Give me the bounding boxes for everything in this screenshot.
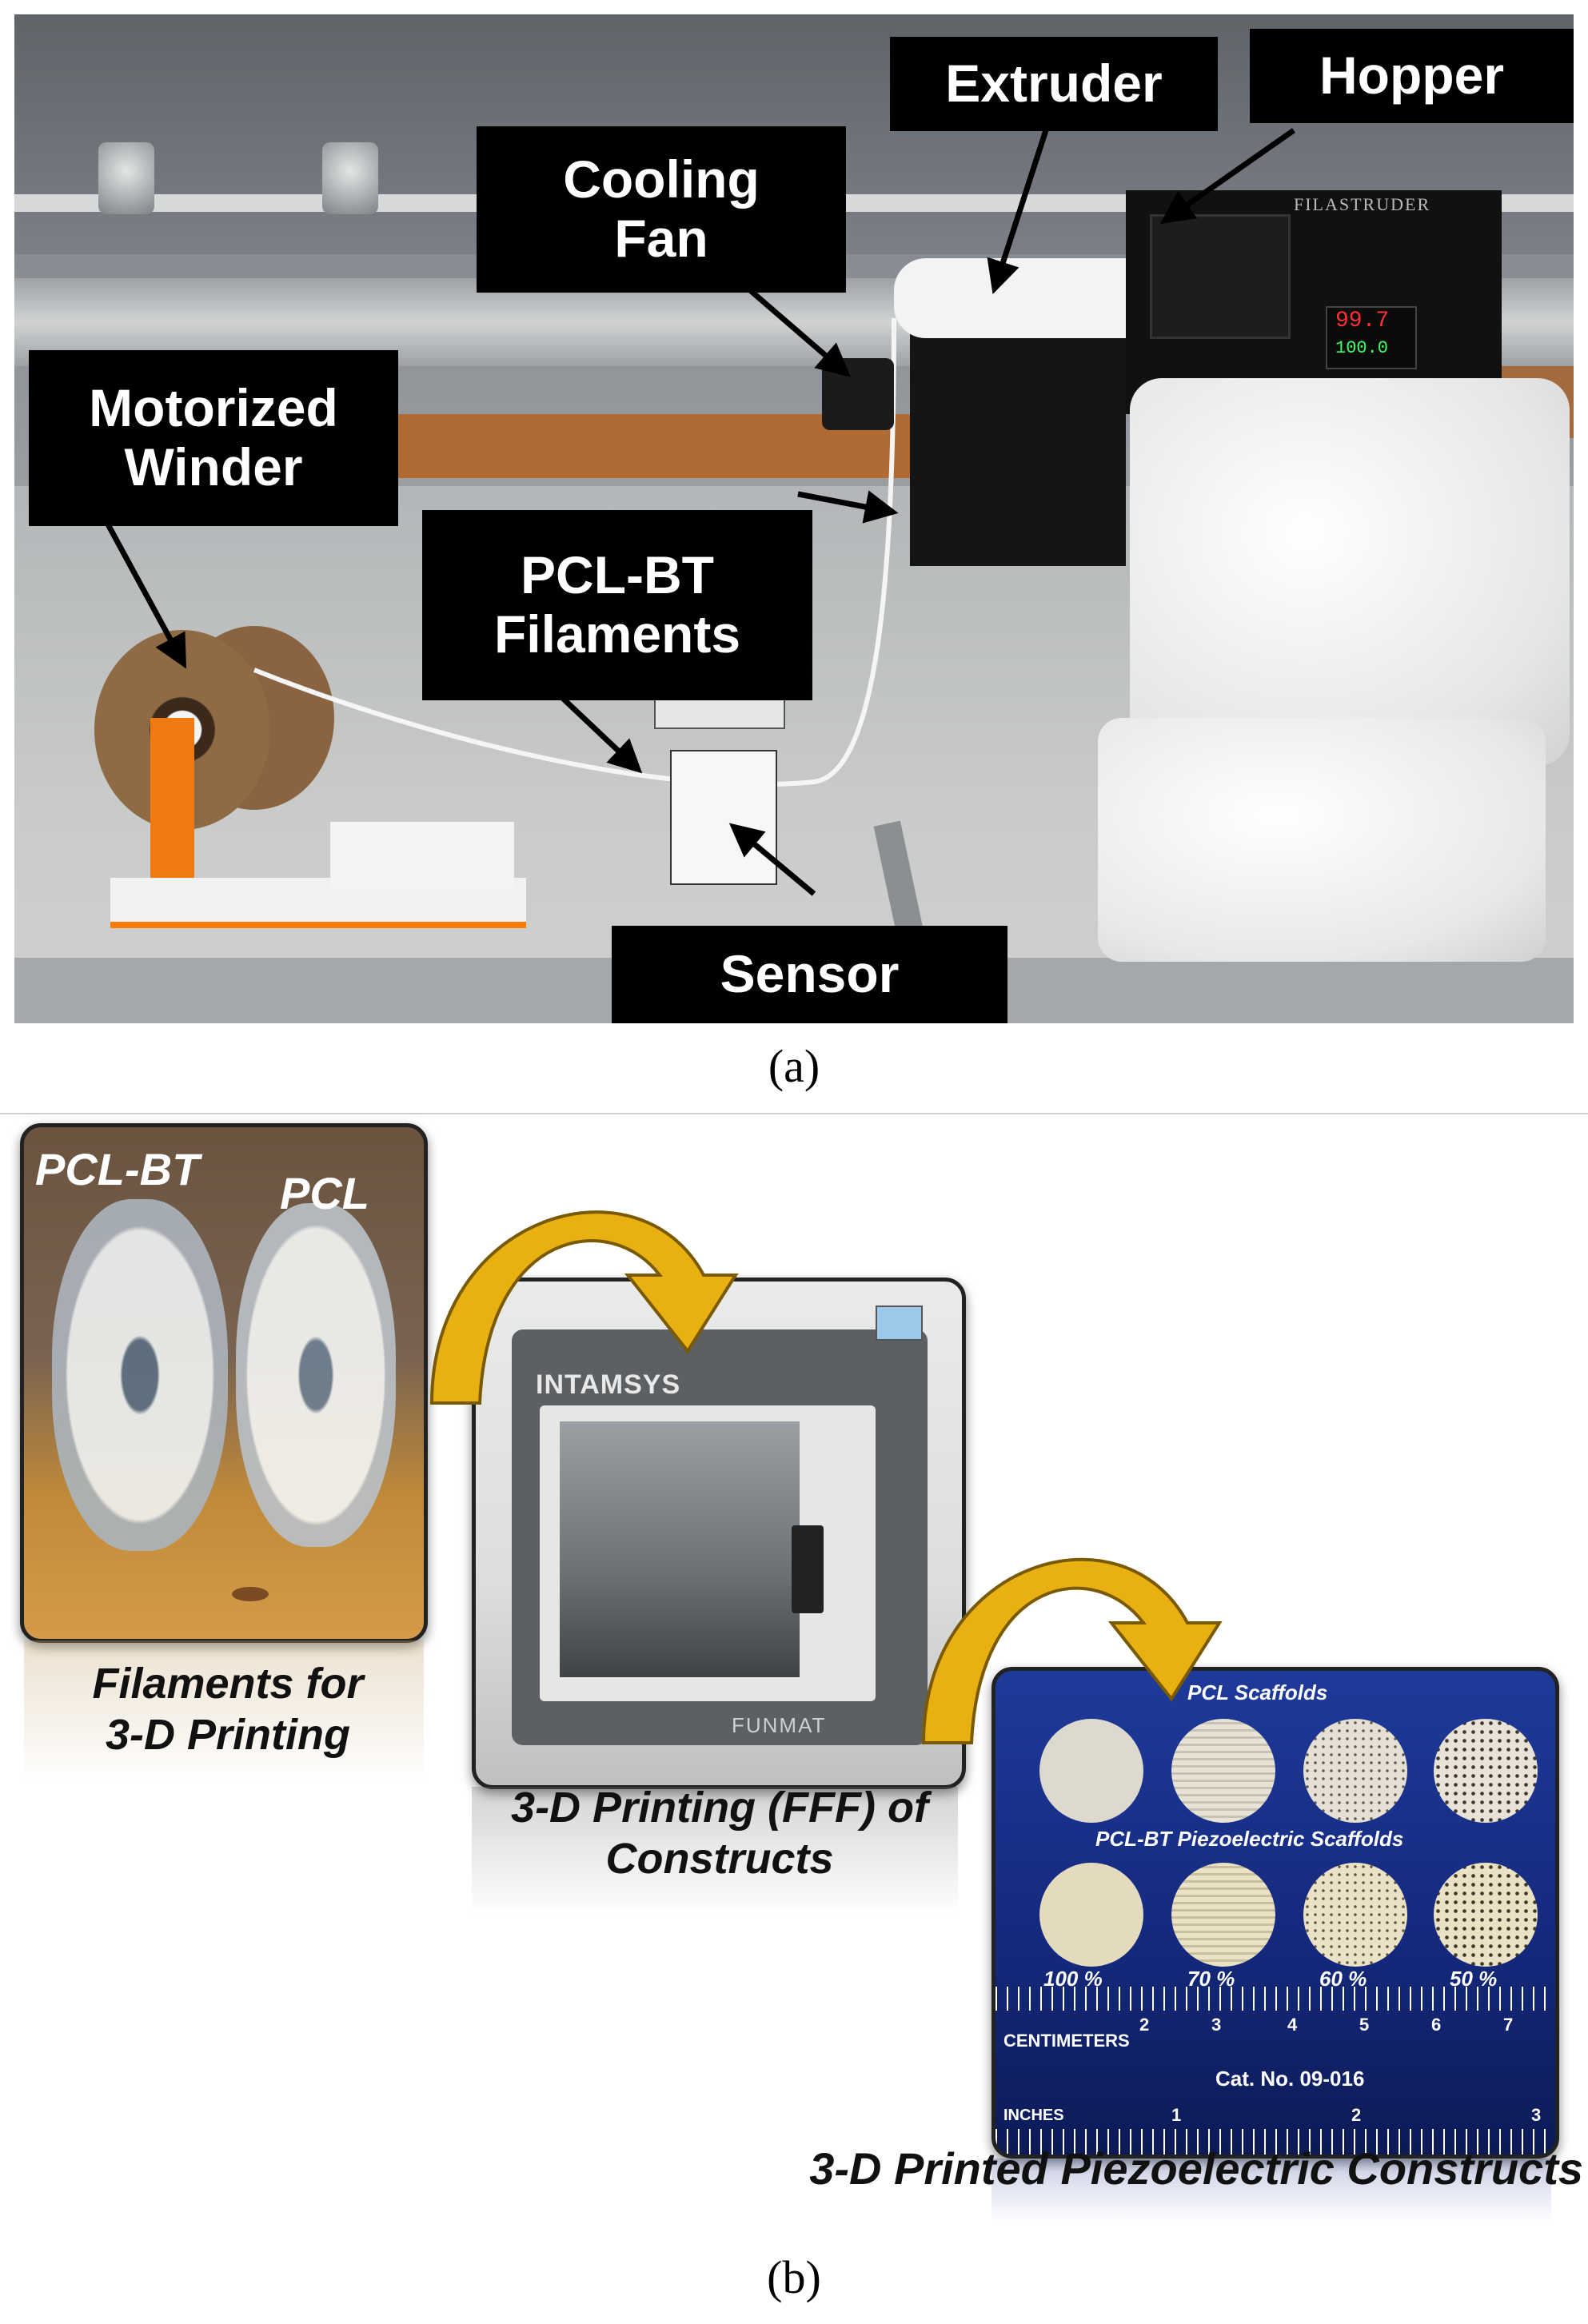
extruder-callout: Extruder xyxy=(890,37,1218,131)
hopper-callout: Hopper xyxy=(1250,29,1574,123)
catalog-number: Cat. No. 09-016 xyxy=(1215,2067,1365,2091)
lab-setup-photo: FILASTRUDER 99.7 100.0 Extruder Hopper C… xyxy=(14,14,1574,1023)
filaments-label-line2: Filaments xyxy=(493,604,741,664)
ruler-cm-label: CENTIMETERS xyxy=(1003,2031,1130,2051)
cooling-fan-label-line1: Cooling xyxy=(563,149,760,209)
scaffolds-reflection xyxy=(992,2159,1551,2222)
filament-spools-photo: PCL-BT PCL xyxy=(20,1123,428,1643)
scaffolds-photo: PCL Scaffolds PCL-BT Piezoelectric Scaff… xyxy=(992,1667,1559,2159)
display-bottom-value: 100.0 xyxy=(1335,338,1389,358)
spool-pcl xyxy=(236,1203,396,1547)
printer-window xyxy=(560,1421,800,1677)
ruler-in-1: 1 xyxy=(1171,2105,1182,2125)
filaments-caption-line2: 3-D Printing xyxy=(106,1710,350,1759)
hopper xyxy=(1150,214,1291,339)
printer-handle xyxy=(792,1525,824,1613)
sensor-callout: Sensor xyxy=(612,926,1007,1023)
scaffold-pclbt-100 xyxy=(1039,1863,1143,1967)
cooling-fan-label-line2: Fan xyxy=(614,209,708,268)
callout-arrows xyxy=(99,128,1296,896)
cooling-fan-callout: Cooling Fan xyxy=(477,126,846,293)
ruler-in-ticks xyxy=(995,2129,1555,2155)
printer-brand: INTAMSYS xyxy=(536,1369,681,1400)
ruler-cm-7: 7 xyxy=(1503,2015,1514,2035)
panel-a-caption: (a) xyxy=(768,1040,820,1092)
scaffold-pcl-60 xyxy=(1303,1719,1407,1823)
scaffold-pclbt-70 xyxy=(1171,1863,1275,1967)
filaments-label-line1: PCL-BT xyxy=(521,545,714,605)
printer-caption: 3-D Printing (FFF) of Constructs xyxy=(444,1783,995,1884)
hopper-label: Hopper xyxy=(1319,46,1504,106)
filaments-callout: PCL-BT Filaments xyxy=(422,510,812,700)
valve-1 xyxy=(98,142,154,214)
winder-stand xyxy=(150,718,194,902)
printer-reflection xyxy=(472,1787,958,1915)
ruler-cm-ticks xyxy=(995,1987,1555,2011)
filaments-caption: Filaments for 3-D Printing xyxy=(20,1659,436,1760)
printer-caption-line1: 3-D Printing (FFF) of xyxy=(511,1784,928,1832)
ruler-cm-6: 6 xyxy=(1431,2015,1442,2035)
coin xyxy=(232,1587,269,1601)
insulated-barrel xyxy=(894,258,1158,338)
spool-pcl-bt xyxy=(52,1199,228,1551)
motorized-winder-label-line1: Motorized xyxy=(89,378,338,438)
motorized-winder-callout: Motorized Winder xyxy=(29,350,398,526)
filaments-reflection xyxy=(24,1640,424,1784)
tag-pcl: PCL xyxy=(280,1168,369,1218)
ruler-cm-5: 5 xyxy=(1359,2015,1370,2035)
valve-2 xyxy=(322,142,378,214)
panel-b-caption: (b) xyxy=(767,2251,821,2303)
tag-pcl-bt: PCL-BT xyxy=(35,1144,200,1194)
printer-caption-line2: Constructs xyxy=(605,1834,834,1883)
flow-arrow-1 xyxy=(429,1210,739,1405)
ruler-in-label: INCHES xyxy=(1003,2107,1064,2124)
flow-arrow-2 xyxy=(921,1557,1223,1744)
scaffold-pclbt-50 xyxy=(1434,1863,1538,1967)
styrofoam-bottom xyxy=(1098,718,1546,962)
ruler-cm-4: 4 xyxy=(1287,2015,1298,2035)
scaffold-pcl-100 xyxy=(1039,1719,1143,1823)
printer-screen xyxy=(876,1306,923,1341)
scaffold-pclbt-60 xyxy=(1303,1863,1407,1967)
panel-divider xyxy=(0,1113,1588,1114)
motorized-winder-label-line2: Winder xyxy=(124,437,303,496)
scaffolds-title-pcl: PCL Scaffolds xyxy=(1187,1680,1328,1704)
ruler-cm-3: 3 xyxy=(1211,2015,1222,2035)
extruder-stand xyxy=(910,318,1126,566)
scaffold-pcl-70 xyxy=(1171,1719,1275,1823)
scaffold-pcl-50 xyxy=(1434,1719,1538,1823)
filaments-caption-line1: Filaments for xyxy=(92,1660,364,1708)
ruler-in-2: 2 xyxy=(1351,2105,1362,2125)
scaffolds-title-pclbt: PCL-BT Piezoelectric Scaffolds xyxy=(1095,1827,1404,1851)
ruler-cm-2: 2 xyxy=(1139,2015,1150,2035)
printer-photo: INTAMSYS FUNMAT xyxy=(472,1278,966,1789)
temperature-display xyxy=(1326,306,1417,369)
sensor-device xyxy=(670,750,777,885)
styrofoam-top xyxy=(1130,378,1570,766)
sensor-label: Sensor xyxy=(720,944,900,1004)
winder-controller xyxy=(330,822,514,890)
printer-model: FUNMAT xyxy=(732,1713,827,1737)
ruler: CENTIMETERS 2 3 4 5 6 7 Cat. No. 09-016 … xyxy=(995,1987,1555,2155)
filament-path xyxy=(253,317,896,787)
display-top-value: 99.7 xyxy=(1335,309,1390,333)
constructs-caption: 3-D Printed Piezoelectric Constructs xyxy=(809,2143,1583,2194)
filastruder-brand: FILASTRUDER xyxy=(1294,194,1431,214)
ruler-in-3: 3 xyxy=(1531,2105,1542,2125)
extruder-label: Extruder xyxy=(945,54,1163,114)
